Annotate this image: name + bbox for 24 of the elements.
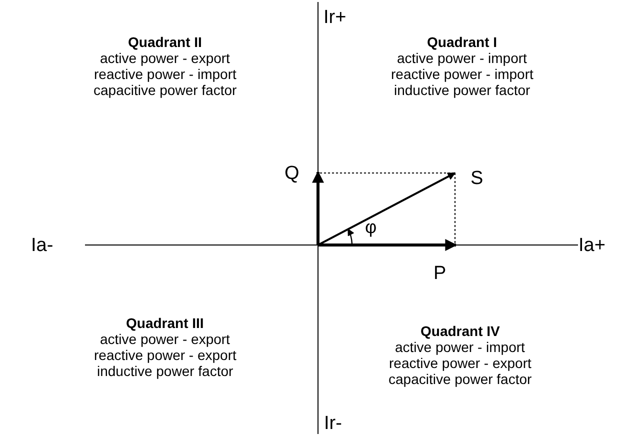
axis-label: Ia- <box>31 236 54 255</box>
vector-label: Q <box>284 164 300 183</box>
description-text: inductive power factor <box>97 364 234 378</box>
description-text: reactive power - import <box>391 67 534 81</box>
vector-label: P <box>434 264 446 283</box>
angle-label: φ <box>365 218 377 236</box>
description-text: reactive power - export <box>94 348 236 362</box>
description-text: active power - export <box>100 51 230 65</box>
description-text: active power - import <box>397 51 527 65</box>
description-text: reactive power - export <box>389 356 532 370</box>
description-text: active power - import <box>395 340 525 354</box>
vector-label: S <box>470 169 484 188</box>
quadrant-heading: Quadrant IV <box>420 324 500 338</box>
quadrant-heading: Quadrant III <box>126 316 204 330</box>
quadrant-heading: Quadrant II <box>128 35 202 49</box>
quadrant-heading: Quadrant I <box>427 35 498 49</box>
axis-label: Ir+ <box>324 8 346 27</box>
description-text: active power - export <box>100 332 230 346</box>
axis-label: Ia+ <box>578 236 606 255</box>
axis-label: Ir- <box>324 414 342 433</box>
description-text: inductive power factor <box>394 83 530 97</box>
description-text: capacitive power factor <box>388 372 532 386</box>
description-text: reactive power - import <box>94 67 236 81</box>
description-text: capacitive power factor <box>94 83 237 97</box>
